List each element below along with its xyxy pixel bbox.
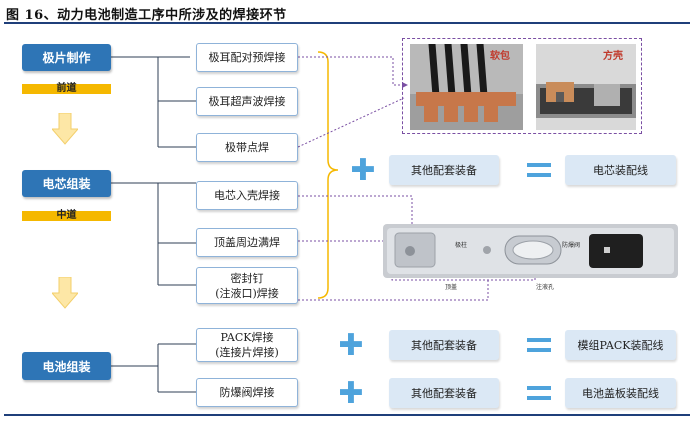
phase-front: 前道	[22, 84, 111, 94]
step-strip-spot: 极带点焊	[196, 133, 298, 162]
stage-electrode: 极片制作	[22, 44, 111, 71]
equipment-box: 其他配套装备	[389, 330, 499, 360]
title-rule	[4, 22, 690, 24]
soft-pack-tab-photo	[410, 44, 523, 130]
figure-title: 图 16、动力电池制造工序中所涉及的焊接环节	[6, 8, 287, 23]
equals-icon	[527, 386, 551, 400]
equipment-box: 其他配套装备	[389, 155, 499, 185]
top-cap-photo	[383, 224, 678, 278]
step-vent-welding: 防爆阀焊接	[196, 378, 298, 407]
equals-icon	[527, 338, 551, 352]
stage-battery: 电池组装	[22, 352, 111, 380]
seal-nail-line2: (注液口)焊接	[215, 286, 279, 300]
vent-label: 防爆阀	[562, 242, 581, 249]
equals-icon	[527, 163, 551, 177]
step-tab-ultrasonic: 极耳超声波焊接	[196, 87, 298, 116]
down-arrow-icon	[52, 277, 78, 309]
prismatic-cell-photo	[536, 44, 636, 130]
cap-label: 顶盖	[445, 284, 458, 291]
step-seal-nail: 密封钉 (注液口)焊接	[196, 267, 298, 304]
pack-line1: PACK焊接	[220, 331, 274, 344]
plus-icon: ✚	[338, 375, 364, 411]
equipment-box: 其他配套装备	[389, 378, 499, 408]
step-pack-welding: PACK焊接 (连接片焊接)	[196, 328, 298, 362]
step-tab-prewelding: 极耳配对预焊接	[196, 43, 298, 72]
result-cell-line: 电芯装配线	[565, 155, 676, 185]
pack-line2: (连接片焊接)	[215, 346, 279, 359]
hole-label: 注液孔	[536, 284, 555, 291]
result-module-line: 模组PACK装配线	[565, 330, 676, 360]
plus-icon: ✚	[350, 152, 376, 188]
photo-frame	[402, 38, 642, 134]
seal-nail-line1: 密封钉	[230, 271, 264, 285]
step-cell-casing: 电芯入壳焊接	[196, 181, 298, 210]
down-arrow-icon	[52, 113, 78, 145]
plus-icon: ✚	[338, 327, 364, 363]
stage-cell: 电芯组装	[22, 170, 111, 197]
phase-middle: 中道	[22, 211, 111, 221]
result-cover-line: 电池盖板装配线	[565, 378, 676, 408]
step-cap-seam: 顶盖周边满焊	[196, 228, 298, 257]
pole-label: 极柱	[455, 242, 468, 249]
soft-pack-label: 软包	[490, 51, 510, 62]
prismatic-label: 方壳	[603, 51, 623, 62]
bottom-rule	[4, 414, 690, 416]
